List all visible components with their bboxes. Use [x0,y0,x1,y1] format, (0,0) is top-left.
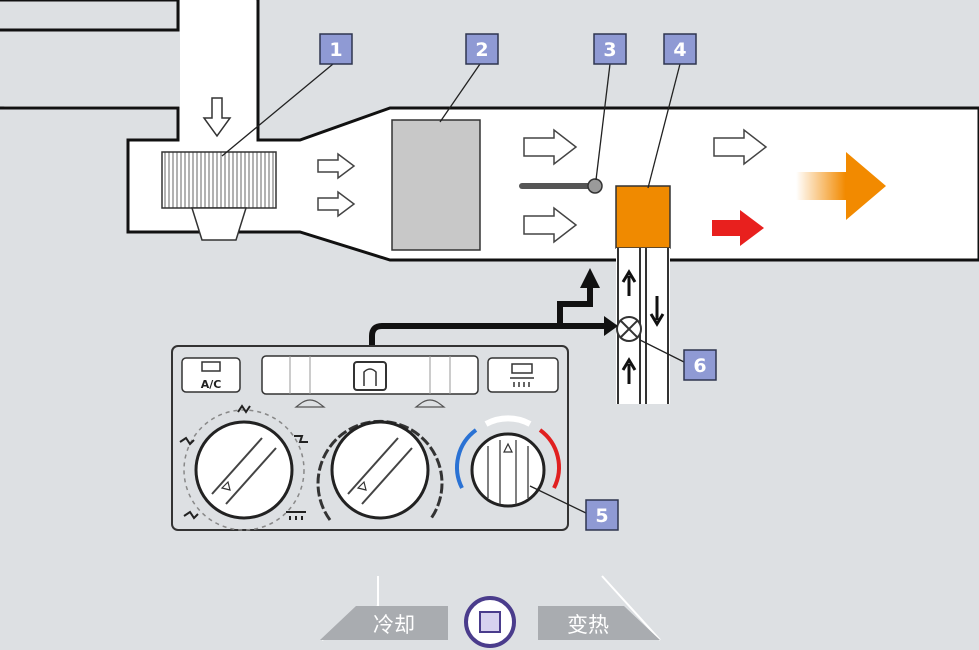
coolant-up-arrow-icon [621,357,637,384]
evaporator [391,119,481,251]
hot-air-arrow-icon [712,210,764,246]
coolant-up-arrow-icon [621,269,637,296]
airflow-arrows [317,128,768,244]
airflow-arrow-icon [713,128,768,166]
temperature-dial[interactable] [455,415,561,508]
callout-2: 2 [465,33,499,65]
rear-defrost-button[interactable] [487,357,559,393]
fan-speed-dial[interactable] [316,419,444,521]
svg-text:5: 5 [595,505,608,527]
water-valve [616,316,642,342]
airflow-arrow-icon [523,206,578,244]
callout-4: 4 [663,33,697,65]
callout-6: 6 [683,349,717,381]
stop-square-icon [479,611,501,633]
airflow-arrow-icon [317,152,356,180]
car-fresh-icon [414,399,446,408]
defrost-icon [510,363,534,387]
blended-air-arrow-icon [796,152,886,220]
car-recirc-icon [294,399,326,408]
control-cable [369,268,618,368]
stop-button[interactable] [464,596,516,648]
svg-text:3: 3 [603,39,616,61]
svg-text:2: 2 [475,39,488,61]
mode-dial[interactable] [183,409,305,531]
climate-control-panel: A/C [171,345,569,531]
callout-3: 3 [593,33,627,65]
airflow-arrow-icon [317,190,356,218]
svg-text:6: 6 [693,355,706,377]
svg-text:1: 1 [329,39,342,61]
ac-button-label: A/C [201,378,222,391]
callout-1: 1 [319,33,353,65]
cool-button-label: 冷却 [373,613,415,637]
ac-button[interactable] [181,357,241,393]
inlet-air-arrow-icon [202,97,232,138]
callout-5: 5 [585,499,619,531]
heater-core [615,185,671,249]
callout-leaders [221,63,685,515]
recirc-slider-knob[interactable] [353,361,387,391]
vent-mode-icon [179,404,308,520]
airflow-arrow-icon [523,128,578,166]
warm-button[interactable]: 变热 [538,575,661,641]
blower-fan [161,97,277,241]
cool-button[interactable]: 冷却 [320,576,448,641]
svg-text:4: 4 [673,39,686,61]
temperature-sensor [519,178,603,194]
warm-button-label: 变热 [567,613,609,637]
coolant-down-arrow-icon [649,296,665,327]
